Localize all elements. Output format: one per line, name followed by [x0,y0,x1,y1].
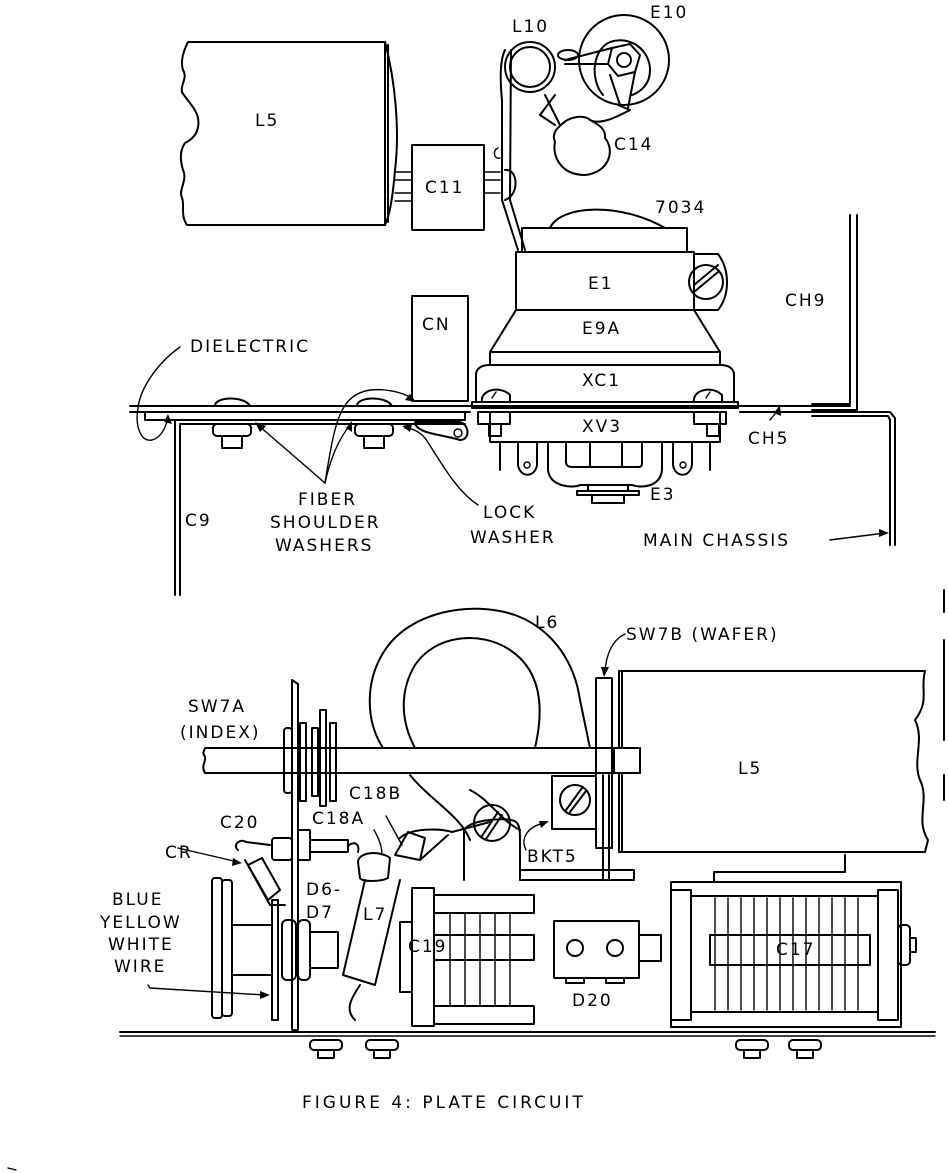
chassis-screws-upper [212,397,469,449]
tube-7034-assembly [471,208,739,504]
capacitor-c17 [670,854,917,1028]
leader-lines-lower [147,633,626,999]
label-d6-d7-1: D6- [306,880,342,900]
coil-l5-upper [179,41,413,226]
component-cn [411,295,469,402]
label-7034: 7034 [655,198,706,218]
label-fiber-shoulder-washers-1: FIBER [298,490,357,510]
label-wire-1: BLUE [112,890,163,910]
coil-l7 [342,879,401,1021]
label-e3: E3 [650,485,676,505]
label-lock-washer-1: LOCK [483,503,536,523]
coil-l6 [368,607,591,841]
label-fiber-shoulder-washers-3: WASHERS [275,536,373,556]
label-c14: C14 [614,135,654,155]
coil-l10 [504,41,556,93]
label-ch9: CH9 [785,291,826,311]
lower-view: L6 SW7B (WAFER) SW7A (INDEX) L5 C18B C18… [99,607,936,1059]
label-l5-upper: L5 [255,111,279,131]
capacitor-c19 [399,887,535,1027]
figure-caption: FIGURE 4: PLATE CIRCUIT [302,1093,586,1113]
label-wire-4: WIRE [114,957,166,977]
component-e10 [557,14,670,109]
wire-pulley [211,877,339,1021]
capacitor-c11 [411,144,485,231]
capacitors-c18-c20 [234,821,491,906]
label-xc1: XC1 [582,371,621,391]
chassis-screws-lower [309,1039,822,1059]
label-wire-3: WHITE [108,935,174,955]
label-c18b: C18B [349,784,402,804]
label-l5-lower: L5 [738,759,762,779]
label-c20: C20 [220,813,260,833]
label-c11: C11 [425,178,465,198]
switch-shaft [202,747,641,774]
label-c19: C19 [408,937,448,957]
upper-view: L5 C11 L10 E10 C14 7034 E1 E9A XC1 XV3 E… [129,3,896,596]
label-d6-d7-2: D7 [306,903,334,923]
label-cn: CN [422,315,451,335]
label-e10: E10 [650,3,688,23]
label-bkt5: BKT5 [527,847,578,867]
switch-sw7b-wafer [595,677,613,881]
label-l7: L7 [363,905,387,925]
label-c17: C17 [776,940,816,960]
coil-l5-lower [613,670,929,853]
label-e9a: E9A [582,319,621,339]
label-dielectric: DIELECTRIC [190,337,310,357]
label-cr: CR [165,843,193,863]
label-lock-washer-2: WASHER [470,528,556,548]
switch-sw7a-index [283,679,337,1031]
label-ch5: CH5 [748,429,789,449]
component-d20 [553,920,662,984]
margin-marks [7,589,945,1171]
label-e1: E1 [588,274,614,294]
capacitor-c14 [539,94,631,176]
leader-lines-upper [136,346,889,541]
label-sw7a-1: SW7A [188,697,246,717]
label-xv3: XV3 [582,417,622,437]
strap-bracket [499,49,526,251]
label-d20: D20 [572,991,613,1011]
label-l10: L10 [512,17,549,37]
label-wire-2: YELLOW [99,913,182,933]
label-sw7a-2: (INDEX) [180,723,260,743]
label-l6: L6 [535,613,559,633]
label-main-chassis: MAIN CHASSIS [643,531,790,551]
label-fiber-shoulder-washers-2: SHOULDER [270,513,381,533]
label-c18a: C18A [312,809,365,829]
label-c9: C9 [185,511,212,531]
label-sw7b: SW7B (WAFER) [626,625,779,645]
